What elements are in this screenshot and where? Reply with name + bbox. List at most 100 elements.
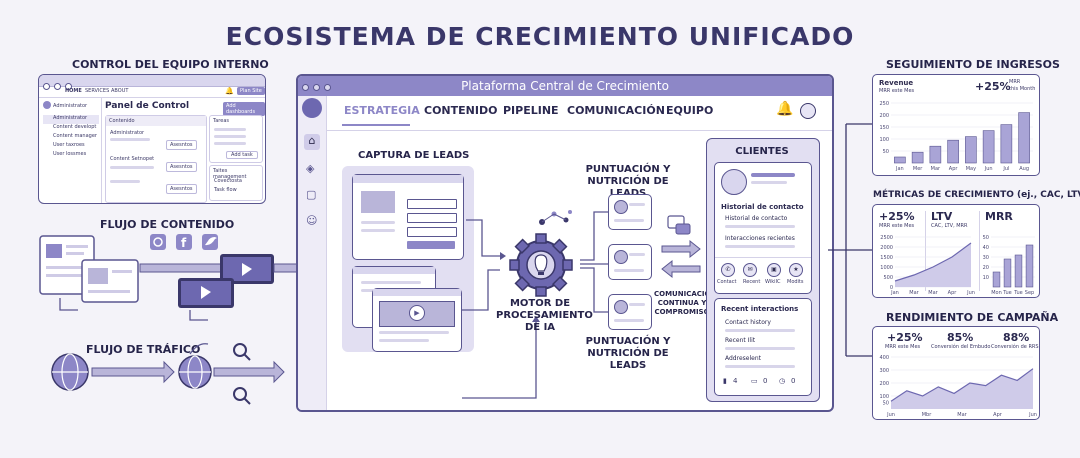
bar: [1018, 112, 1030, 164]
lead-card[interactable]: [608, 244, 652, 280]
task-row[interactable]: Covectosta: [214, 178, 242, 184]
form-card-bar: [353, 175, 463, 183]
y-tick-label: 150: [879, 125, 889, 131]
metrics-kpi2-label: CAC, LTV, MRR: [931, 223, 968, 229]
users-icon[interactable]: ☺: [306, 214, 318, 227]
tasks-management-header: Taites management: [213, 168, 247, 180]
content-row-administrator: Administrator: [110, 130, 145, 136]
placeholder-bar: [629, 203, 645, 206]
revenue-sub: MRR este Mes: [879, 88, 915, 94]
form-field[interactable]: [407, 213, 457, 223]
interaction-item[interactable]: Addreselent: [725, 355, 761, 362]
y-tick-label: 50: [983, 235, 989, 241]
y-tick-label: 200: [879, 381, 889, 387]
task-row[interactable]: Task flow: [214, 187, 237, 193]
tab-contenido[interactable]: CONTENIDO: [424, 104, 498, 117]
recent-interactions-label[interactable]: Interacciones recientes: [725, 235, 795, 242]
interaction-item[interactable]: Contact history: [725, 319, 771, 326]
y-tick-label: 50: [883, 149, 889, 155]
assign-button[interactable]: Asesntos: [166, 162, 197, 172]
placeholder-bar: [214, 128, 246, 131]
campaign-kpi2-label: Conversión del Embudo: [931, 344, 991, 350]
campaign-title: RENDIMIENTO DE CAMPAÑA: [886, 311, 1059, 324]
form-card-bar: [353, 267, 435, 274]
tab-comunicacion[interactable]: COMUNICACIÓN: [567, 104, 665, 117]
x-tick-label: Sep: [1025, 290, 1034, 296]
add-dashboards-button[interactable]: Add dashboards: [223, 102, 265, 116]
history-item[interactable]: Historial de contacto: [725, 215, 788, 222]
bar: [1000, 124, 1013, 164]
placeholder-bar: [751, 181, 787, 184]
placeholder-bar: [614, 269, 644, 272]
nav-home[interactable]: HOME: [65, 88, 82, 94]
sidebar-item-administrator[interactable]: Administrator: [43, 115, 99, 124]
assign-button[interactable]: Asesntos: [166, 184, 197, 194]
lead-card[interactable]: [608, 194, 652, 230]
tasks-panel: Tareas Add task: [209, 115, 263, 163]
bar: [1025, 244, 1034, 288]
team-window-bar: [39, 75, 265, 90]
bell-icon[interactable]: 🔔: [225, 87, 234, 95]
action-modits[interactable]: Modits: [787, 279, 804, 285]
form-field[interactable]: [407, 199, 457, 209]
lead-avatar-icon: [614, 300, 628, 314]
x-tick-label: Apr: [948, 290, 958, 296]
assign-button[interactable]: Asesntos: [166, 140, 197, 150]
x-tick-label: Mar: [931, 166, 941, 172]
interaction-item[interactable]: Recent Ilit: [725, 337, 756, 344]
clients-title: CLIENTES: [735, 146, 789, 157]
revenue-label: Revenue: [879, 79, 914, 87]
tab-estrategia[interactable]: ESTRATEGIA: [344, 104, 420, 117]
series-line: [890, 368, 1034, 402]
mail-icon[interactable]: ✉: [743, 263, 757, 277]
bell-icon[interactable]: 🔔: [776, 101, 794, 117]
placeholder-bar: [614, 219, 644, 222]
y-tick-label: 100: [879, 394, 889, 400]
bar: [947, 139, 959, 164]
placeholder-bar: [725, 245, 795, 248]
folder-icon[interactable]: ▢: [306, 188, 317, 201]
x-tick-label: May: [966, 166, 976, 172]
bar: [992, 271, 1001, 288]
sidebar-item-user-taxroes[interactable]: User taxroes: [53, 142, 85, 148]
y-tick-label: 50: [883, 401, 889, 407]
image-icon[interactable]: ▣: [767, 263, 781, 277]
placeholder-bar: [751, 173, 795, 177]
home-icon[interactable]: ⌂: [304, 134, 320, 150]
nav-services[interactable]: SERVICES: [85, 88, 110, 94]
bar: [982, 130, 995, 164]
admin-user: Administrator: [53, 103, 88, 109]
tasks-management-panel: Taites management Covectosta Task flow: [209, 165, 263, 201]
sidebar-item-content-manager[interactable]: Content manager: [53, 133, 97, 139]
metrics-kpi3: MRR: [985, 210, 1013, 223]
sidebar-item-content-developt[interactable]: Content developt: [53, 124, 97, 130]
team-control-title: CONTROL DEL EQUIPO INTERNO: [72, 58, 269, 71]
add-task-button[interactable]: Add task: [226, 151, 258, 159]
recent-interactions-title: Recent interactions: [721, 305, 799, 313]
layers-icon[interactable]: ◈: [306, 162, 315, 175]
nav-about[interactable]: ABOUT: [111, 88, 129, 94]
action-wikiic[interactable]: WikiIC: [765, 279, 781, 285]
plan-site-button[interactable]: Plan Site: [237, 87, 265, 95]
play-icon[interactable]: ▶: [409, 305, 425, 321]
star-icon[interactable]: ★: [789, 263, 803, 277]
window-dot: [324, 84, 331, 91]
count-comments: 0: [763, 377, 768, 385]
form-field[interactable]: [407, 227, 457, 237]
campaign-kpi1: +25%: [887, 331, 923, 344]
submit-button[interactable]: [407, 241, 455, 249]
lead-card[interactable]: [608, 294, 652, 330]
user-avatar-icon[interactable]: [800, 103, 816, 119]
sidebar-item-user-lossmes[interactable]: User lossmes: [53, 151, 87, 157]
phone-icon[interactable]: ✆: [721, 263, 735, 277]
placeholder-bar: [361, 221, 395, 224]
content-header: Contenido: [106, 116, 206, 126]
tasks-header: Tareas: [213, 118, 229, 124]
action-contact[interactable]: Contact: [717, 279, 737, 285]
tab-equipo[interactable]: EQUIPO: [666, 104, 714, 117]
tab-pipeline[interactable]: PIPELINE: [503, 104, 559, 117]
action-recent[interactable]: Recent: [743, 279, 761, 285]
team-control-window: HOME SERVICES ABOUT 🔔 Plan Site Administ…: [38, 74, 266, 204]
